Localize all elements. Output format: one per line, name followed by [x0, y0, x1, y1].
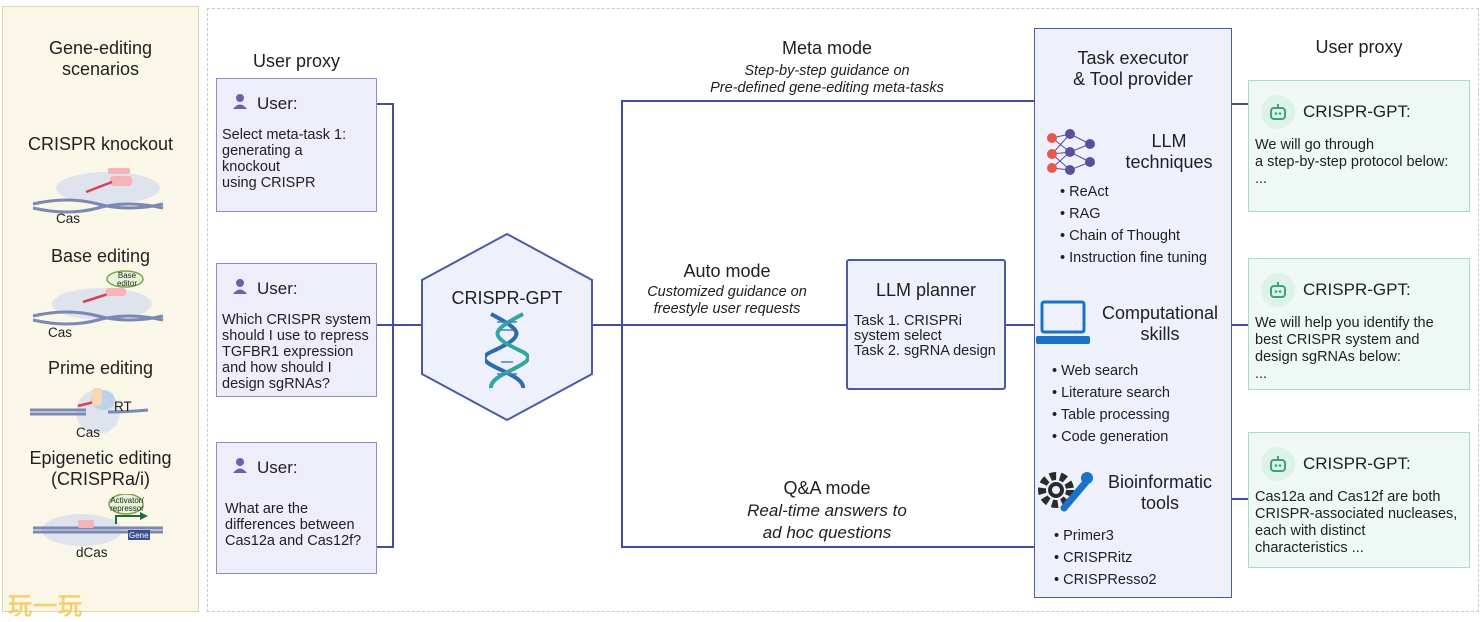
list-item: ReAct	[1060, 181, 1230, 203]
robot-icon	[1261, 95, 1295, 129]
list-item: Table processing	[1052, 404, 1230, 426]
list-item: CRISPRitz	[1054, 547, 1230, 569]
dcas-label: dCas	[76, 545, 108, 560]
user-message-text: Which CRISPR system should I use to repr…	[222, 312, 372, 392]
gpt-response-box-1: CRISPR-GPT: We will go through a step-by…	[1248, 80, 1470, 212]
user-icon	[233, 94, 247, 109]
llm-planner-box	[846, 259, 1006, 390]
dna-helix-icon	[485, 312, 529, 389]
user-message-box-1: User: Select meta-task 1: generating a k…	[216, 78, 377, 212]
list-item: Primer3	[1054, 525, 1230, 547]
scenario-base-editing: Base editing	[50, 246, 151, 266]
crispr-gpt-hexagon	[421, 232, 593, 422]
meta-mode-subtitle: Step-by-step guidance on Pre-defined gen…	[710, 63, 944, 96]
gpt-response-text: We will go through a step-by-step protoc…	[1255, 137, 1449, 187]
connector	[1232, 103, 1248, 105]
scenarios-title: Gene-editing scenarios	[48, 38, 153, 79]
bioinformatic-tools-list: Primer3 CRISPRitz CRISPResso2	[1054, 525, 1230, 591]
robot-icon	[1261, 447, 1295, 481]
auto-mode-title: Auto mode	[683, 261, 771, 281]
robot-icon	[1261, 273, 1295, 307]
cas-label-3: Cas	[76, 425, 101, 440]
scenario-epigenetic-editing: Epigenetic editing (CRISPRa/i)	[29, 448, 172, 489]
prime-editing-illustration	[30, 388, 149, 434]
user-message-box-2: User: Which CRISPR system should I use t…	[216, 263, 377, 397]
qa-mode-title: Q&A mode	[783, 478, 871, 498]
list-item: Instruction fine tuning	[1060, 247, 1230, 269]
gpt-label: CRISPR-GPT:	[1303, 102, 1411, 121]
workflow-panel	[207, 8, 1479, 612]
connector	[1232, 498, 1248, 500]
crispr-knockout-illustration	[32, 168, 164, 214]
llm-planner-tasks: Task 1. CRISPRi system select Task 2. sg…	[854, 313, 996, 359]
crispr-gpt-title: CRISPR-GPT	[451, 288, 563, 308]
user-label: User:	[257, 279, 298, 298]
user-icon	[233, 458, 247, 473]
list-item: Chain of Thought	[1060, 225, 1230, 247]
scenario-crispr-knockout: CRISPR knockout	[27, 134, 174, 154]
task-executor-title: Task executor & Tool provider	[1073, 48, 1193, 89]
user-message-text: What are the differences between Cas12a …	[225, 501, 362, 549]
list-item: CRISPResso2	[1054, 569, 1230, 591]
user-label: User:	[257, 458, 298, 477]
gpt-response-text: We will help you identify the best CRISP…	[1255, 315, 1434, 382]
connector	[621, 100, 623, 548]
connector	[621, 546, 1034, 548]
user-proxy-left-title: User proxy	[252, 51, 341, 71]
connector	[621, 100, 1034, 102]
watermark: 玩一玩	[8, 592, 83, 620]
llm-planner-title: LLM planner	[875, 280, 977, 300]
gene-tag: Gene	[129, 531, 149, 540]
list-item: RAG	[1060, 203, 1230, 225]
cas-label-1: Cas	[56, 211, 81, 226]
base-editor-tag: Base editor	[116, 271, 137, 288]
activator-repressor-tag: Activator/ repressor	[110, 496, 144, 513]
list-item: Code generation	[1052, 426, 1230, 448]
user-icon	[233, 279, 247, 294]
neural-network-icon	[1047, 129, 1095, 175]
connector	[1006, 324, 1034, 326]
gpt-response-box-3: CRISPR-GPT: Cas12a and Cas12f are both C…	[1248, 432, 1470, 568]
qa-mode-subtitle: Real-time answers to ad hoc questions	[747, 501, 907, 542]
bioinformatic-tools-title: Bioinformatic tools	[1107, 472, 1213, 513]
epigenetic-editing-illustration	[33, 494, 163, 546]
auto-mode-subtitle: Customized guidance on freestyle user re…	[647, 284, 807, 317]
scenario-prime-editing: Prime editing	[47, 358, 154, 378]
computational-skills-title: Computational skills	[1101, 303, 1219, 344]
user-proxy-right-title: User proxy	[1315, 37, 1403, 57]
user-label: User:	[257, 94, 298, 113]
base-editing-illustration	[32, 270, 164, 326]
connector	[592, 324, 846, 326]
gear-wrench-icon	[1038, 472, 1093, 512]
laptop-icon	[1036, 300, 1090, 344]
llm-techniques-title: LLM techniques	[1125, 131, 1213, 172]
cas-label-2: Cas	[48, 325, 73, 340]
rt-label: RT	[114, 399, 132, 414]
gpt-label: CRISPR-GPT:	[1303, 280, 1411, 299]
computational-skills-list: Web search Literature search Table proce…	[1052, 360, 1230, 448]
gpt-label: CRISPR-GPT:	[1303, 454, 1411, 473]
meta-mode-title: Meta mode	[781, 38, 873, 58]
connector	[392, 324, 422, 326]
user-message-box-3: User: What are the differences between C…	[216, 442, 377, 574]
user-message-text: Select meta-task 1: generating a knockou…	[222, 127, 347, 191]
list-item: Web search	[1052, 360, 1230, 382]
connector	[377, 103, 393, 105]
list-item: Literature search	[1052, 382, 1230, 404]
connector	[377, 546, 393, 548]
connector	[377, 324, 393, 326]
llm-techniques-list: ReAct RAG Chain of Thought Instruction f…	[1060, 181, 1230, 269]
gpt-response-text: Cas12a and Cas12f are both CRISPR-associ…	[1255, 489, 1458, 556]
gpt-response-box-2: CRISPR-GPT: We will help you identify th…	[1248, 258, 1470, 390]
connector	[1232, 324, 1248, 326]
